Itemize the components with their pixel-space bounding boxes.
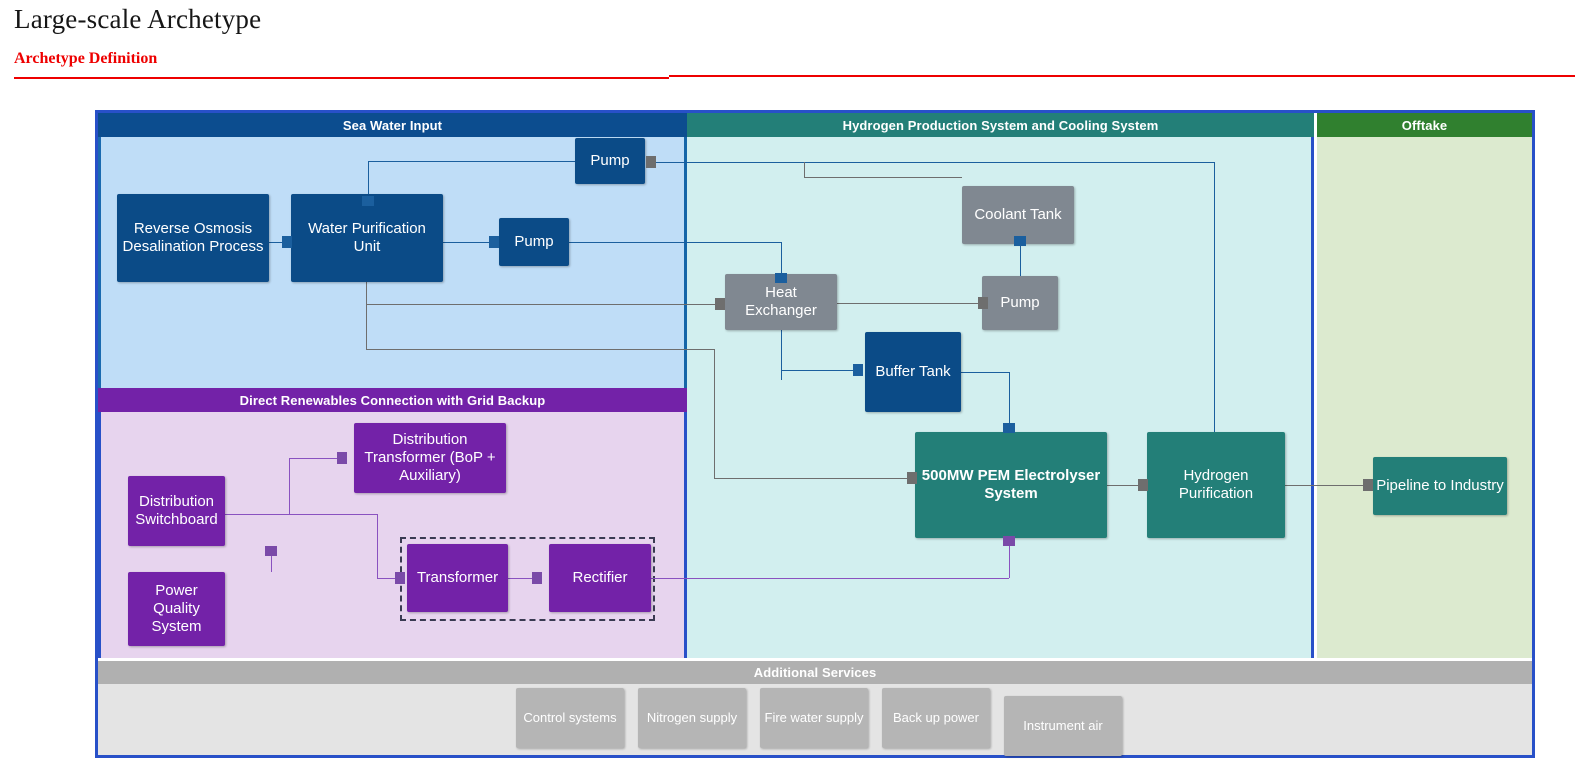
node-pump-top[interactable]: Pump bbox=[575, 138, 645, 184]
connector-hx-to-buffer-vertical bbox=[781, 330, 782, 380]
arrowhead-pump-top-right bbox=[646, 156, 656, 168]
arrowhead-pump-mid-left bbox=[489, 236, 499, 248]
panel-header-sea-water-input: Sea Water Input bbox=[98, 113, 687, 137]
arrowhead-rectifier-left bbox=[532, 572, 542, 584]
node-water-purification-unit[interactable]: Water Purification Unit bbox=[291, 194, 443, 282]
connector-h2purification-to-pump-top-vertical bbox=[1214, 162, 1215, 535]
connector-pump-coolant-to-coolant-tank bbox=[1020, 244, 1021, 293]
archetype-diagram: Sea Water Input Direct Renewables Connec… bbox=[95, 110, 1535, 758]
arrowhead-transformer-left bbox=[395, 572, 405, 584]
arrowhead-distribution-transformer-left bbox=[337, 452, 347, 464]
connector-pqs-to-switchboard bbox=[271, 554, 272, 572]
node-buffer-tank[interactable]: Buffer Tank bbox=[865, 332, 961, 412]
connector-switchboard-to-dt-vertical bbox=[289, 458, 290, 514]
connector-wpu-to-pump-mid bbox=[443, 242, 491, 243]
connector-wpu-to-electrolyser-h1 bbox=[366, 349, 714, 350]
service-fire-water-supply[interactable]: Fire water supply bbox=[760, 688, 868, 748]
connector-wpu-to-hx-horizontal bbox=[366, 304, 719, 305]
connector-hx-to-buffer-horizontal bbox=[781, 370, 857, 371]
node-pump-coolant[interactable]: Pump bbox=[982, 276, 1058, 330]
connector-pump-top-to-wpu-vertical bbox=[368, 161, 369, 198]
connector-buffer-to-electrolyser-vertical bbox=[1009, 372, 1010, 428]
panel-offtake bbox=[1317, 113, 1532, 658]
connector-buffer-to-electrolyser-horizontal bbox=[961, 372, 1009, 373]
node-reverse-osmosis-desalination-process[interactable]: Reverse Osmosis Desalination Process bbox=[117, 194, 269, 282]
panel-header-offtake: Offtake bbox=[1317, 113, 1532, 137]
connector-rectifier-to-electrolyser-vertical bbox=[1009, 544, 1010, 578]
connector-coolant-tank-horizontal bbox=[804, 177, 962, 178]
node-distribution-transformer[interactable]: Distribution Transformer (BoP + Auxiliar… bbox=[354, 423, 506, 493]
connector-coolant-tank-vertical bbox=[804, 162, 805, 177]
connector-transformer-to-rectifier bbox=[508, 578, 536, 579]
panel-header-additional-services: Additional Services bbox=[98, 661, 1532, 684]
node-distribution-switchboard[interactable]: Distribution Switchboard bbox=[128, 476, 225, 546]
arrowhead-electrolyser-left bbox=[907, 472, 917, 484]
arrowhead-wpu-left bbox=[282, 236, 292, 248]
connector-rectifier-to-electrolyser-horizontal bbox=[651, 578, 1009, 579]
arrowhead-coolant-tank-bottom bbox=[1014, 236, 1026, 246]
node-pipeline-to-industry[interactable]: Pipeline to Industry bbox=[1373, 457, 1507, 515]
page-subtitle: Archetype Definition bbox=[14, 50, 158, 67]
divider-rule-right bbox=[669, 75, 1575, 77]
service-nitrogen-supply[interactable]: Nitrogen supply bbox=[638, 688, 746, 748]
connector-wpu-to-electrolyser-h2 bbox=[714, 478, 911, 479]
arrowhead-pump-coolant-left bbox=[978, 297, 988, 309]
connector-wpu-to-electrolyser-v1 bbox=[366, 304, 367, 349]
arrowhead-buffer-tank-left bbox=[853, 364, 863, 376]
arrowhead-pipeline-left bbox=[1363, 479, 1373, 491]
panel-header-direct-renewables: Direct Renewables Connection with Grid B… bbox=[98, 388, 687, 412]
connector-switchboard-to-transformer-h1 bbox=[289, 514, 377, 515]
arrowhead-switchboard-bottom bbox=[265, 546, 277, 556]
service-control-systems[interactable]: Control systems bbox=[516, 688, 624, 748]
arrowhead-hx-top bbox=[775, 273, 787, 283]
connector-pump-mid-to-hx-horizontal bbox=[569, 242, 781, 243]
arrowhead-wpu-top bbox=[362, 196, 374, 206]
connector-switchboard-to-transformer-h2 bbox=[377, 578, 399, 579]
node-rectifier[interactable]: Rectifier bbox=[549, 544, 651, 612]
panel-header-hydrogen-production: Hydrogen Production System and Cooling S… bbox=[687, 113, 1314, 137]
page-title: Large-scale Archetype bbox=[14, 4, 262, 34]
connector-switchboard-to-transformer-vertical bbox=[377, 514, 378, 578]
connector-pump-top-to-wpu-horizontal bbox=[368, 161, 610, 162]
service-instrument-air[interactable]: Instrument air bbox=[1004, 696, 1122, 756]
connector-h2purification-to-pump-top-horizontal bbox=[655, 162, 1214, 163]
arrowhead-electrolyser-bottom bbox=[1003, 536, 1015, 546]
node-electrolyser-system[interactable]: 500MW PEM Electrolyser System bbox=[915, 432, 1107, 538]
connector-switchboard-to-dt-h1 bbox=[225, 514, 289, 515]
divider-rule-left bbox=[14, 77, 669, 79]
node-hydrogen-purification[interactable]: Hydrogen Purification bbox=[1147, 432, 1285, 538]
connector-ro-to-wpu bbox=[269, 242, 284, 243]
arrowhead-hx-left bbox=[715, 298, 725, 310]
node-heat-exchanger[interactable]: Heat Exchanger bbox=[725, 274, 837, 330]
arrowhead-h2purification-left bbox=[1138, 479, 1148, 491]
connector-pump-mid-to-hx-vertical bbox=[781, 242, 782, 276]
arrowhead-electrolyser-top bbox=[1003, 423, 1015, 433]
node-power-quality-system[interactable]: Power Quality System bbox=[128, 572, 225, 646]
connector-hx-to-pump-coolant bbox=[837, 303, 982, 304]
connector-h2purification-to-pipeline bbox=[1285, 485, 1367, 486]
service-back-up-power[interactable]: Back up power bbox=[882, 688, 990, 748]
connector-wpu-to-hx-vertical bbox=[366, 282, 367, 304]
node-transformer[interactable]: Transformer bbox=[407, 544, 508, 612]
node-coolant-tank[interactable]: Coolant Tank bbox=[962, 186, 1074, 244]
connector-electrolyser-to-h2purification bbox=[1107, 485, 1142, 486]
connector-switchboard-to-dt-h2 bbox=[289, 458, 341, 459]
node-pump-mid[interactable]: Pump bbox=[499, 218, 569, 266]
connector-wpu-to-electrolyser-v2 bbox=[714, 349, 715, 478]
